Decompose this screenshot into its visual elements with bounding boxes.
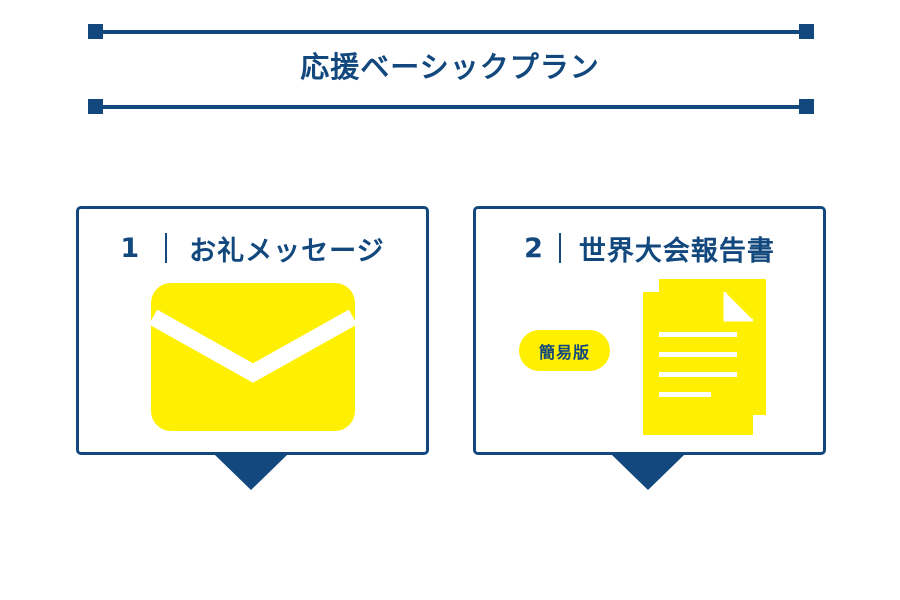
divider-cap-right	[799, 24, 814, 39]
card-pointer-arrow	[215, 455, 287, 490]
card-number: 2	[524, 232, 543, 264]
divider-cap-right	[799, 99, 814, 114]
top-divider	[88, 23, 814, 41]
card-heading: 2 世界大会報告書	[476, 228, 823, 268]
card-thank-you-message: 1 お礼メッセージ	[76, 206, 429, 455]
documents-icon	[643, 279, 766, 435]
card-world-tournament-report: 2 世界大会報告書 簡易版	[473, 206, 826, 455]
card-label: 世界大会報告書	[578, 235, 775, 267]
simplified-edition-badge: 簡易版	[519, 330, 610, 371]
heading-separator	[165, 233, 168, 263]
page-title: 応援ベーシックプラン	[300, 50, 600, 84]
card-pointer-arrow	[612, 455, 684, 490]
divider-line	[94, 30, 808, 34]
card-heading: 1 お礼メッセージ	[79, 228, 426, 268]
heading-separator	[558, 233, 561, 263]
envelope-icon	[151, 283, 355, 431]
card-label: お礼メッセージ	[189, 235, 385, 267]
card-number: 1	[120, 232, 140, 264]
bottom-divider	[88, 98, 814, 116]
divider-line	[94, 105, 808, 109]
